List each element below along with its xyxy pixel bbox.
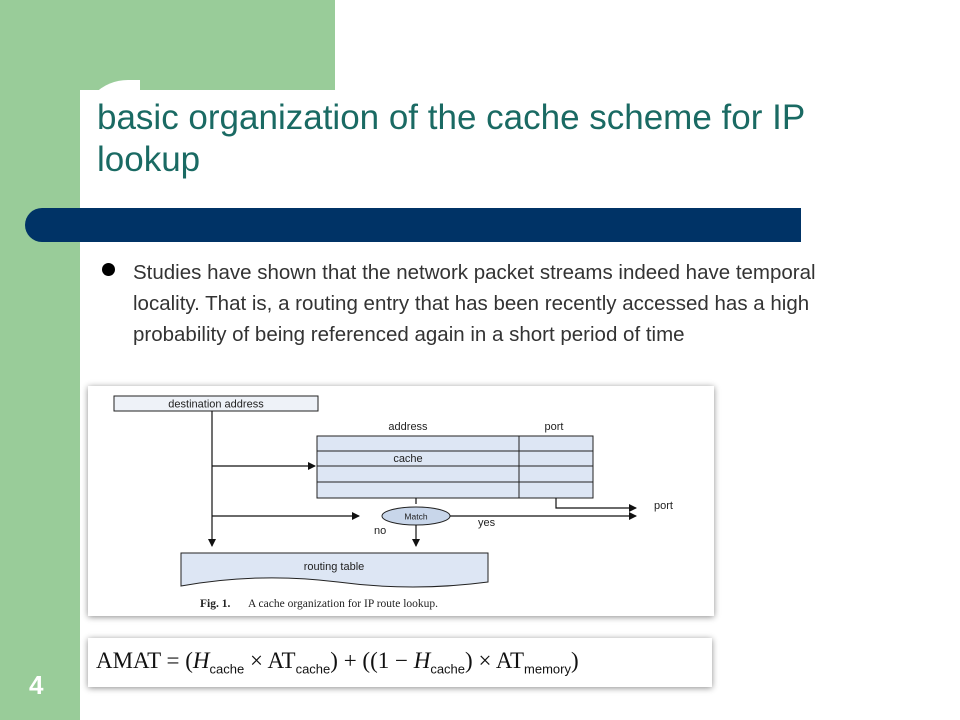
cache-table	[316, 435, 594, 499]
cache-label: cache	[393, 453, 422, 465]
bullet-text: Studies have shown that the network pack…	[133, 261, 816, 346]
formula-h: H	[192, 648, 210, 673]
formula-h-2: H	[413, 648, 431, 673]
cache-organization-figure: destination address address port cache M…	[88, 386, 714, 616]
formula-cache-sub: cache	[209, 661, 245, 677]
destination-address-label: destination address	[168, 399, 264, 411]
formula-cache-sub-2: cache	[295, 661, 331, 677]
match-label: Match	[404, 512, 427, 522]
bullet-icon	[102, 263, 115, 276]
formula-at-2: AT	[495, 648, 525, 673]
side-band	[0, 0, 80, 720]
formula-plus-open: ) + ((1 −	[330, 648, 408, 673]
port-output-arrow	[555, 498, 637, 512]
title-divider-bar	[25, 208, 801, 242]
formula-at: AT	[267, 648, 296, 673]
routing-table-box	[180, 552, 489, 588]
yes-label: yes	[478, 517, 496, 529]
formula-line: AMAT = (Hcache × ATcache) + ((1 − Hcache…	[96, 648, 579, 677]
figure-caption-text: A cache organization for IP route lookup…	[248, 598, 438, 610]
formula-times-2: ) ×	[465, 648, 492, 673]
formula-cache-sub-3: cache	[430, 661, 466, 677]
top-band	[0, 0, 335, 90]
routing-table-label: routing table	[304, 561, 365, 573]
cache-diagram: destination address address port cache M…	[113, 395, 673, 610]
address-header: address	[388, 421, 428, 433]
formula-amat: AMAT	[96, 648, 161, 673]
formula-times: ×	[249, 648, 263, 673]
port-header: port	[545, 421, 564, 433]
slide-title: basic organization of the cache scheme f…	[97, 98, 805, 179]
formula-memory-sub: memory	[524, 661, 571, 677]
formula-close: )	[570, 648, 579, 673]
no-label: no	[374, 525, 386, 537]
port-output-label: port	[654, 500, 673, 512]
destination-address-box	[113, 395, 319, 412]
amat-formula: AMAT = (Hcache × ATcache) + ((1 − Hcache…	[88, 638, 712, 687]
formula-eq-open: = (	[166, 648, 193, 673]
page-number: 4	[29, 670, 44, 700]
figure-caption-number: Fig. 1.	[200, 598, 230, 610]
